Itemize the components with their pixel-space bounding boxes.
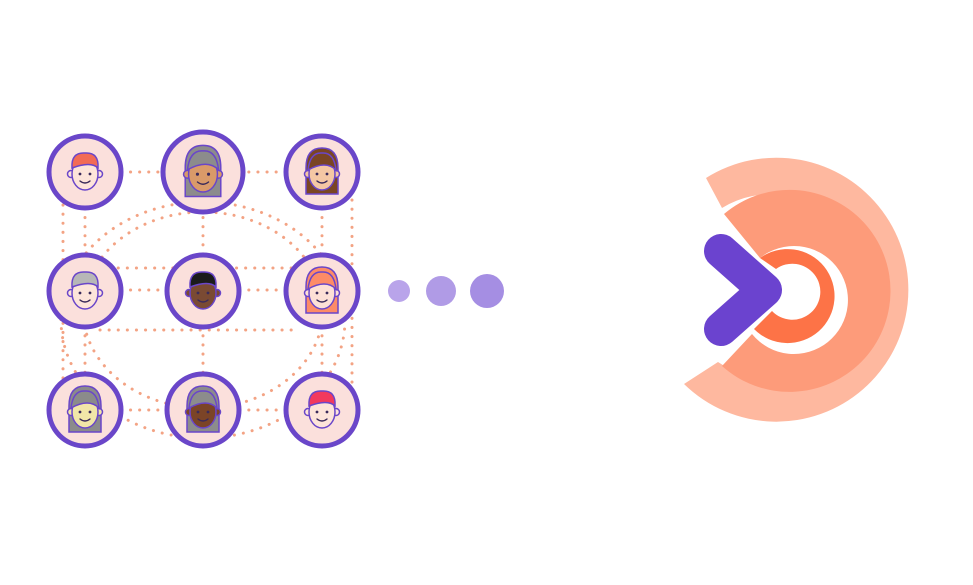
woman-brown-hair-avatar-icon <box>283 133 361 211</box>
target-ring-middle <box>722 189 891 392</box>
man-pink-hair-avatar-icon <box>283 371 361 449</box>
eye <box>206 410 210 414</box>
woman-gray-hair-dark-skin-avatar-icon <box>164 371 242 449</box>
avatar-grid <box>46 129 361 449</box>
eye <box>315 291 319 295</box>
motion-dot-small <box>388 280 410 302</box>
hair-front <box>70 390 100 411</box>
eye <box>325 172 329 176</box>
eye <box>196 410 200 414</box>
target-ring-inner <box>754 249 835 344</box>
eye <box>325 291 329 295</box>
man-gray-hair-avatar-icon <box>46 252 124 330</box>
mouth <box>196 181 210 185</box>
hair-front <box>71 152 99 170</box>
mouth <box>316 418 328 422</box>
motion-dot-large <box>470 274 504 308</box>
man-red-hair-avatar-icon <box>46 133 124 211</box>
woman-gray-hair-avatar-icon <box>160 129 246 215</box>
eye <box>315 172 319 176</box>
motion-dots <box>388 274 504 308</box>
eye <box>78 410 82 414</box>
mouth <box>316 180 328 184</box>
hair-front <box>308 390 336 408</box>
eye <box>206 291 210 295</box>
motion-dot-medium <box>426 276 456 306</box>
hair-front <box>189 271 217 289</box>
eye <box>88 291 92 295</box>
hair-front <box>186 150 220 172</box>
woman-gray-hair-light-avatar-icon <box>46 371 124 449</box>
mouth <box>79 299 91 303</box>
eye <box>88 172 92 176</box>
eye <box>78 172 82 176</box>
eye <box>207 172 211 176</box>
eye <box>196 291 200 295</box>
arrow-head <box>704 234 782 346</box>
hair-front <box>71 271 99 289</box>
eye <box>78 291 82 295</box>
arrow-icon <box>519 234 782 346</box>
woman-orange-hair-avatar-icon <box>283 252 361 330</box>
target-icon <box>684 157 909 422</box>
hair-front <box>188 390 218 411</box>
man-black-hair-dark-skin-avatar-icon <box>164 252 242 330</box>
eye <box>315 410 319 414</box>
mouth <box>316 299 328 303</box>
mouth <box>197 299 209 303</box>
mouth <box>79 418 91 422</box>
mouth <box>79 180 91 184</box>
eye <box>195 172 199 176</box>
eye <box>325 410 329 414</box>
eye <box>88 410 92 414</box>
hair-front <box>307 271 337 292</box>
hair-front <box>307 152 337 173</box>
mouth <box>197 418 209 422</box>
